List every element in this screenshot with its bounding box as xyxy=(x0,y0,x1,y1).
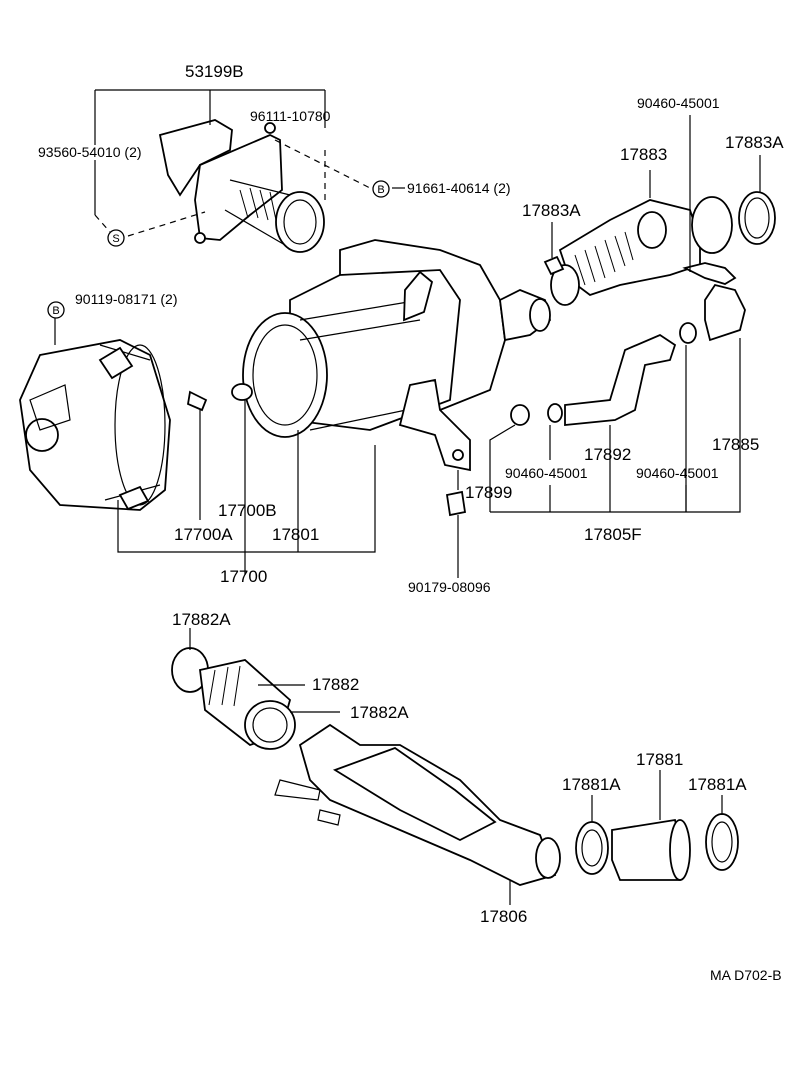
svg-text:B: B xyxy=(377,184,384,196)
duct-17806-drawing xyxy=(274,723,561,886)
symbol-s-93560: S xyxy=(107,229,125,247)
label-90460-45001-top: 90460-45001 xyxy=(637,95,720,111)
label-90460-45001-left: 90460-45001 xyxy=(505,465,588,481)
label-17882: 17882 xyxy=(312,675,359,694)
inlet-bracket-drawing xyxy=(158,119,325,253)
air-cleaner-cap-drawing xyxy=(19,339,171,511)
label-17899: 17899 xyxy=(465,483,512,502)
label-91661-40614: 91661-40614 (2) xyxy=(407,180,511,196)
wing-bolt-drawing xyxy=(186,383,253,412)
label-17801: 17801 xyxy=(272,525,319,544)
hose-17883-drawing xyxy=(543,191,776,306)
label-96111-10780: 96111-10780 xyxy=(250,108,331,124)
label-17885: 17885 xyxy=(712,435,759,454)
plug-17899-drawing xyxy=(445,490,467,517)
label-17700B: 17700B xyxy=(218,501,277,520)
svg-text:S: S xyxy=(112,233,119,245)
label-17883: 17883 xyxy=(620,145,667,164)
label-17700A: 17700A xyxy=(174,525,233,544)
label-90460-45001-right: 90460-45001 xyxy=(636,465,719,481)
diagram-code: MA D702-B xyxy=(710,967,782,983)
label-17883A-left: 17883A xyxy=(522,201,581,220)
label-93560-54010: 93560-54010 (2) xyxy=(38,144,142,160)
symbol-b-91661: B xyxy=(372,180,390,198)
svg-text:B: B xyxy=(52,305,59,317)
label-17805F: 17805F xyxy=(584,525,642,544)
label-90119-08171: 90119-08171 (2) xyxy=(75,291,177,307)
symbol-b-90119: B xyxy=(47,301,65,319)
label-17881A-left: 17881A xyxy=(562,775,621,794)
label-90179-08096: 90179-08096 xyxy=(408,579,491,595)
leader-lines xyxy=(54,89,761,905)
hose-17881-drawing xyxy=(575,813,739,881)
label-17882A-top: 17882A xyxy=(172,610,231,629)
label-53199B: 53199B xyxy=(185,62,244,81)
hose-17885-drawing xyxy=(679,283,746,344)
label-17883A-right: 17883A xyxy=(725,133,784,152)
label-17892: 17892 xyxy=(584,445,631,464)
label-17881A-right: 17881A xyxy=(688,775,747,794)
hose-17892-drawing xyxy=(510,333,677,426)
label-17882A-bottom: 17882A xyxy=(350,703,409,722)
hose-17882-drawing xyxy=(171,647,296,750)
air-cleaner-body-drawing xyxy=(242,239,552,472)
label-17700: 17700 xyxy=(220,567,267,586)
label-17881: 17881 xyxy=(636,750,683,769)
label-17806: 17806 xyxy=(480,907,527,926)
